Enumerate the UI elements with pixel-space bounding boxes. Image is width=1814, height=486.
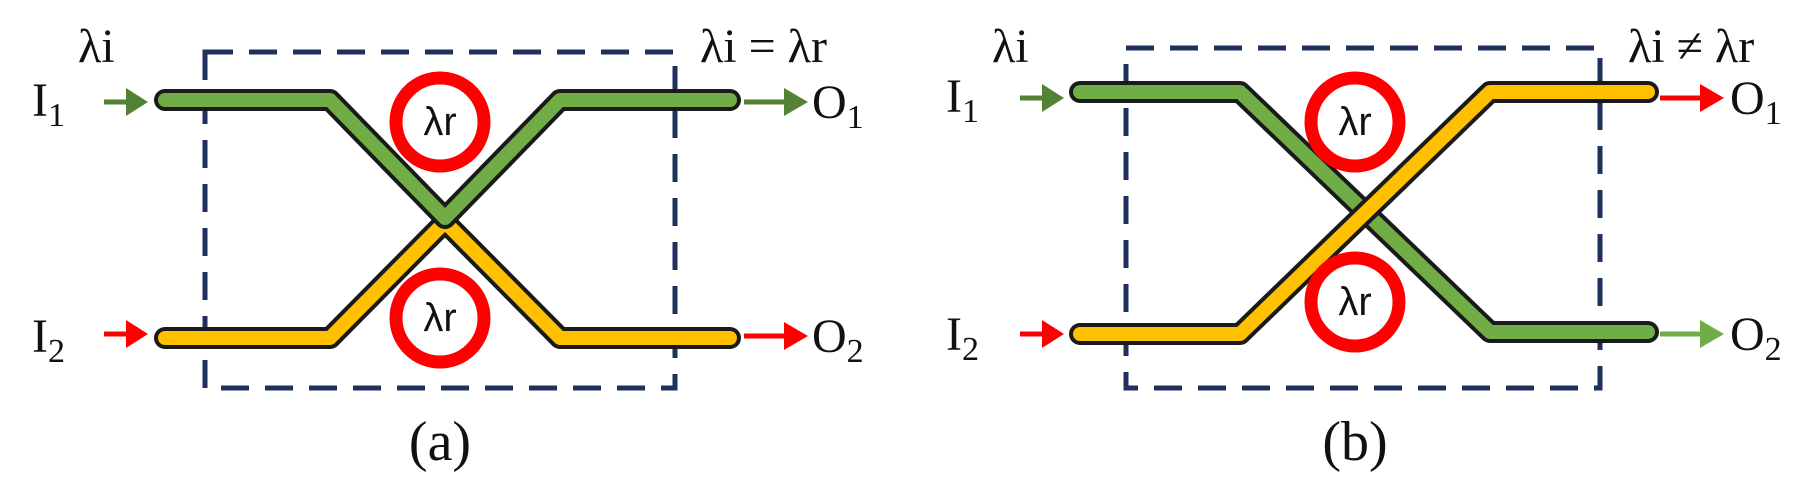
panel-a: λr λr λi λi = λr I1 I2 O1 O2 bbox=[32, 20, 864, 473]
waveguide-yellow bbox=[1069, 81, 1659, 345]
waveguide-green bbox=[154, 89, 741, 229]
condition-label: λi ≠ λr bbox=[1628, 20, 1754, 73]
ring-resonator-bottom: λr bbox=[1304, 251, 1406, 353]
input-port-2-label: I2 bbox=[32, 310, 65, 370]
output-port-2-label: O2 bbox=[812, 310, 864, 370]
arrowhead-icon bbox=[1042, 320, 1064, 348]
switch-boundary-box bbox=[1123, 45, 1603, 391]
input-arrow-2 bbox=[104, 320, 148, 348]
output-port-1-label: O1 bbox=[1730, 72, 1782, 132]
input-arrow-1 bbox=[1020, 84, 1064, 112]
output-arrow-2 bbox=[744, 322, 808, 350]
ring-bottom-label: λr bbox=[423, 296, 456, 340]
arrowhead-icon bbox=[784, 88, 808, 116]
arrowhead-icon bbox=[1700, 320, 1724, 348]
ring-resonator-bottom: λr bbox=[389, 267, 491, 369]
arrowhead-icon bbox=[126, 320, 148, 348]
panel-b: λr λr λi λi ≠ λr I1 I2 O1 O2 (b) bbox=[946, 20, 1782, 473]
ring-top-label: λr bbox=[1338, 100, 1371, 144]
output-port-1-label: O1 bbox=[812, 76, 864, 136]
ring-bottom-label: λr bbox=[1338, 280, 1371, 324]
output-port-2-label: O2 bbox=[1730, 308, 1782, 368]
switch-boundary-box bbox=[202, 49, 678, 391]
input-arrow-2 bbox=[1020, 320, 1064, 348]
arrowhead-icon bbox=[784, 322, 808, 350]
input-wavelength-label: λi bbox=[992, 20, 1029, 73]
panel-caption: (b) bbox=[1322, 411, 1387, 473]
panel-caption: (a) bbox=[409, 411, 471, 473]
input-port-2-label: I2 bbox=[946, 308, 979, 368]
arrowhead-icon bbox=[1700, 84, 1724, 112]
output-arrow-1 bbox=[744, 88, 808, 116]
condition-label: λi = λr bbox=[700, 20, 827, 73]
ring-resonator-top: λr bbox=[389, 71, 491, 173]
input-port-1-label: I1 bbox=[32, 74, 65, 134]
arrowhead-icon bbox=[1042, 84, 1064, 112]
output-arrow-2 bbox=[1660, 320, 1724, 348]
ring-top-label: λr bbox=[423, 100, 456, 144]
output-arrow-1 bbox=[1660, 84, 1724, 112]
input-arrow-1 bbox=[104, 88, 148, 116]
input-port-1-label: I1 bbox=[946, 70, 979, 130]
ring-resonator-top: λr bbox=[1304, 71, 1406, 173]
input-wavelength-label: λi bbox=[78, 20, 115, 73]
arrowhead-icon bbox=[126, 88, 148, 116]
